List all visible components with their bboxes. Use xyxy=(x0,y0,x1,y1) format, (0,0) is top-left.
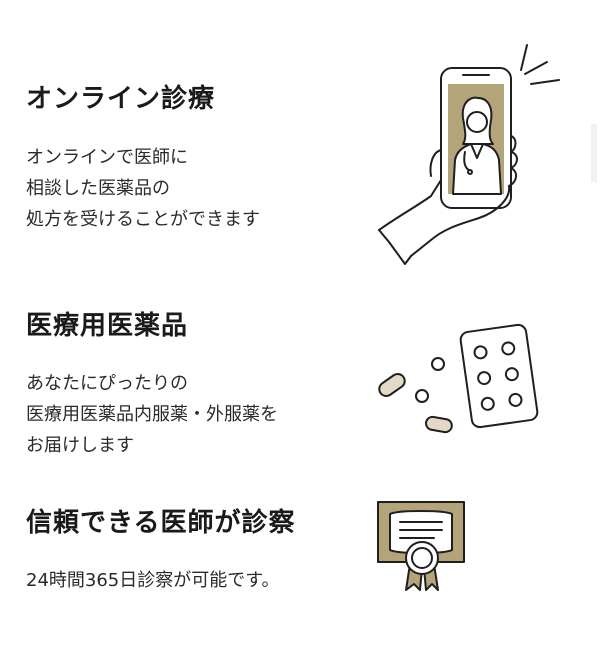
feature-description: オンラインで医師に 相談した医薬品の 処方を受けることができます xyxy=(26,147,260,230)
scroll-edge-indicator xyxy=(591,124,597,182)
feature-title: オンライン診療 xyxy=(26,84,216,114)
feature-title: 信頼できる医師が診察 xyxy=(26,508,296,538)
feature-description: あなたにぴったりの 医療用医薬品内服薬・外服薬を お届けします xyxy=(26,373,278,456)
feature-description: 24時間365日診察が可能です。 xyxy=(26,570,280,591)
pills-blister-icon xyxy=(378,323,539,434)
smartphone-doctor-icon xyxy=(378,44,560,265)
feature-title: 医療用医薬品 xyxy=(26,311,189,341)
certificate-icon xyxy=(377,501,465,591)
